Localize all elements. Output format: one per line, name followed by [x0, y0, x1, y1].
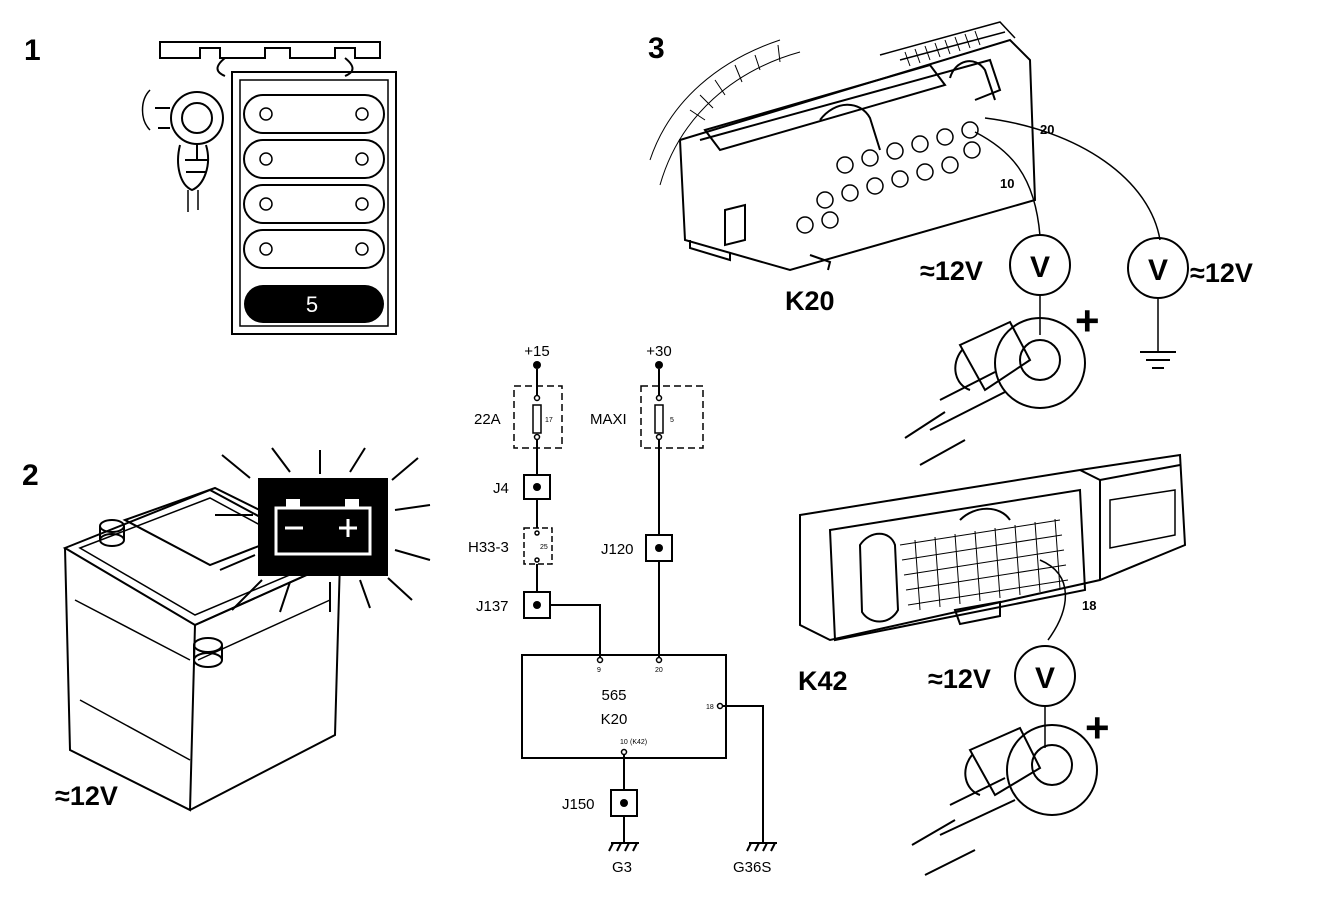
ecu-code-label: 565: [601, 687, 626, 704]
battery-voltage-label: ≈12V: [55, 781, 118, 811]
fuse-maxi-number: 5: [670, 417, 674, 424]
ground-g3-label: G3: [612, 859, 632, 876]
k20-connector-illustration: [649, 21, 1161, 272]
circuit-schematic: [513, 361, 777, 852]
k20-voltmeter-right: [1127, 237, 1189, 369]
connector-h33-3-pin: 25: [540, 544, 548, 551]
k20-battery-terminal-icon: [904, 317, 1086, 466]
k20-voltmeter-right-symbol: V: [1148, 254, 1168, 287]
k42-voltmeter-symbol: V: [1035, 662, 1055, 695]
step-2-number: 2: [22, 459, 39, 492]
battery-symbol-icon: [274, 506, 372, 556]
connector-h33-3-label: H33-3: [468, 539, 509, 556]
ecu-pin-10-note: (K42): [630, 739, 647, 746]
battery-illustration: [62, 447, 431, 812]
fuse-5-highlight: [244, 285, 384, 323]
step-1-number: 1: [24, 34, 41, 67]
ecu-pin-18: 18: [706, 704, 714, 711]
k42-connector-label: K42: [798, 666, 848, 696]
connector-j137-label: J137: [476, 598, 509, 615]
ground-g36s-label: G36S: [733, 859, 771, 876]
k42-pin-18-label: 18: [1082, 598, 1096, 613]
supply-15-label: +15: [524, 343, 549, 360]
k20-pin-10-label: 10: [1000, 176, 1014, 191]
step-3-number: 3: [648, 32, 665, 65]
fuse-22a-label: 22A: [474, 411, 501, 428]
k42-voltage-label: ≈12V: [928, 664, 991, 694]
fuse-box-illustration: [141, 41, 397, 335]
connector-j120-label: J120: [601, 541, 634, 558]
connector-j150-label: J150: [562, 796, 595, 813]
ecu-name-label: K20: [601, 711, 628, 728]
k20-voltage-left: ≈12V: [920, 256, 983, 286]
fuse-22a-number: 17: [545, 417, 553, 424]
k42-voltmeter: [1014, 645, 1076, 748]
k42-connector-illustration: [799, 453, 1187, 642]
k20-voltmeter-left: [1009, 234, 1071, 335]
ecu-pin-10: 10: [620, 739, 628, 746]
fuse-maxi-label: MAXI: [590, 411, 627, 428]
k20-voltage-right: ≈12V: [1190, 258, 1253, 288]
k42-battery-terminal-icon: [911, 724, 1098, 876]
ecu-pin-9: 9: [597, 667, 601, 674]
ecu-pin-20: 20: [655, 667, 663, 674]
k20-positive-terminal-sign: +: [1075, 297, 1100, 344]
k42-positive-terminal-sign: +: [1085, 704, 1110, 751]
supply-30-label: +30: [646, 343, 671, 360]
fuse-number-label: 5: [306, 292, 318, 317]
k20-pin-20-label: 20: [1040, 122, 1054, 137]
connector-j4-label: J4: [493, 480, 509, 497]
k20-connector-label: K20: [785, 286, 835, 316]
k20-voltmeter-left-symbol: V: [1030, 251, 1050, 284]
battery-warning-lamp: [258, 478, 388, 576]
